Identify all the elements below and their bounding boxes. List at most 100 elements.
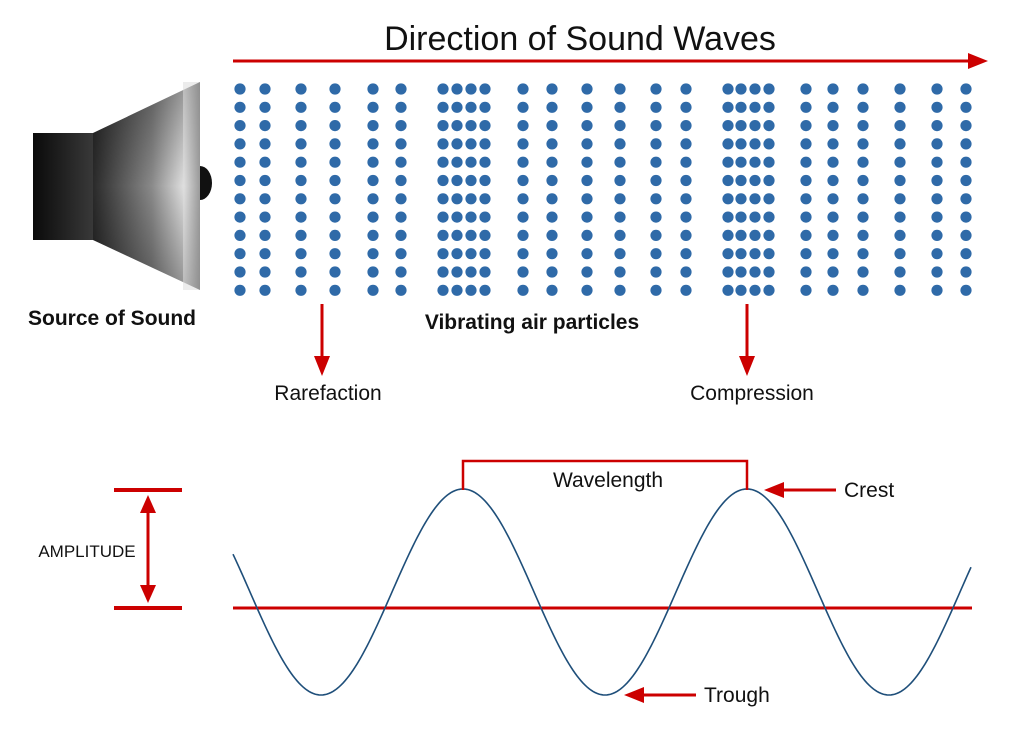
air-particle bbox=[722, 83, 734, 95]
air-particle bbox=[395, 83, 407, 95]
air-particle bbox=[329, 83, 341, 95]
air-particle bbox=[763, 174, 775, 187]
air-particle bbox=[931, 156, 943, 168]
air-particle bbox=[259, 101, 271, 113]
air-particle bbox=[857, 174, 869, 187]
air-particle bbox=[259, 174, 271, 187]
air-particle bbox=[517, 229, 529, 241]
air-particle bbox=[329, 120, 341, 132]
rarefaction-label: Rarefaction bbox=[274, 382, 381, 405]
air-particle bbox=[749, 174, 761, 187]
air-particle bbox=[395, 284, 407, 296]
air-particle bbox=[894, 193, 906, 205]
air-particle bbox=[735, 284, 747, 296]
air-particle bbox=[680, 120, 692, 132]
air-particle bbox=[329, 138, 341, 150]
air-particle bbox=[295, 266, 307, 278]
air-particle bbox=[614, 120, 626, 132]
air-particle bbox=[763, 248, 775, 260]
air-particle bbox=[650, 156, 662, 168]
air-particle bbox=[465, 211, 477, 223]
air-particle bbox=[960, 156, 972, 168]
air-particle bbox=[931, 193, 943, 205]
air-particle bbox=[581, 138, 593, 150]
air-particle bbox=[234, 83, 246, 95]
air-particle bbox=[479, 83, 491, 95]
air-particle bbox=[546, 266, 558, 278]
air-particle bbox=[722, 174, 734, 187]
air-particle bbox=[437, 266, 449, 278]
air-particle bbox=[931, 83, 943, 95]
air-particle bbox=[827, 248, 839, 260]
air-particle bbox=[259, 193, 271, 205]
air-particle bbox=[894, 156, 906, 168]
air-particle bbox=[749, 193, 761, 205]
air-particle bbox=[295, 211, 307, 223]
air-particle bbox=[437, 138, 449, 150]
air-particle bbox=[234, 101, 246, 113]
air-particle bbox=[451, 211, 463, 223]
air-particle bbox=[614, 266, 626, 278]
air-particle bbox=[931, 229, 943, 241]
crest-arrow bbox=[764, 482, 836, 498]
air-particle bbox=[763, 266, 775, 278]
air-particle bbox=[451, 120, 463, 132]
air-particle bbox=[749, 211, 761, 223]
air-particle bbox=[680, 156, 692, 168]
air-particle bbox=[827, 211, 839, 223]
air-particle bbox=[735, 101, 747, 113]
air-particle bbox=[395, 138, 407, 150]
air-particle bbox=[295, 284, 307, 296]
air-particle bbox=[395, 248, 407, 260]
air-particle bbox=[650, 229, 662, 241]
air-particle bbox=[546, 174, 558, 187]
air-particle bbox=[763, 138, 775, 150]
air-particle bbox=[581, 156, 593, 168]
air-particle bbox=[395, 174, 407, 187]
air-particle bbox=[680, 101, 692, 113]
speaker-icon bbox=[33, 82, 212, 290]
air-particle bbox=[479, 284, 491, 296]
air-particle bbox=[465, 229, 477, 241]
air-particle bbox=[465, 120, 477, 132]
air-particle bbox=[931, 138, 943, 150]
air-particles-grid bbox=[234, 83, 972, 296]
air-particle bbox=[479, 174, 491, 187]
air-particle bbox=[857, 101, 869, 113]
air-particle bbox=[960, 284, 972, 296]
air-particle bbox=[614, 156, 626, 168]
air-particle bbox=[451, 174, 463, 187]
air-particle bbox=[295, 156, 307, 168]
trough-arrow bbox=[624, 687, 696, 703]
air-particle bbox=[517, 138, 529, 150]
air-particle bbox=[329, 174, 341, 187]
air-particle bbox=[546, 211, 558, 223]
amplitude-marker bbox=[114, 488, 182, 610]
air-particle bbox=[479, 120, 491, 132]
crest-label: Crest bbox=[844, 479, 894, 502]
air-particle bbox=[931, 120, 943, 132]
air-particle bbox=[451, 229, 463, 241]
air-particle bbox=[437, 120, 449, 132]
air-particle bbox=[517, 211, 529, 223]
air-particle bbox=[749, 138, 761, 150]
air-particle bbox=[329, 229, 341, 241]
air-particle bbox=[295, 193, 307, 205]
air-particle bbox=[295, 83, 307, 95]
air-particle bbox=[680, 83, 692, 95]
air-particle bbox=[546, 83, 558, 95]
air-particle bbox=[234, 211, 246, 223]
air-particle bbox=[295, 174, 307, 187]
air-particle bbox=[581, 101, 593, 113]
air-particle bbox=[465, 193, 477, 205]
air-particle bbox=[650, 248, 662, 260]
air-particle bbox=[827, 266, 839, 278]
air-particle bbox=[763, 284, 775, 296]
sine-wave bbox=[232, 488, 972, 696]
air-particle bbox=[329, 248, 341, 260]
air-particle bbox=[894, 266, 906, 278]
air-particle bbox=[614, 138, 626, 150]
air-particle bbox=[395, 229, 407, 241]
air-particle bbox=[259, 266, 271, 278]
air-particle bbox=[857, 229, 869, 241]
